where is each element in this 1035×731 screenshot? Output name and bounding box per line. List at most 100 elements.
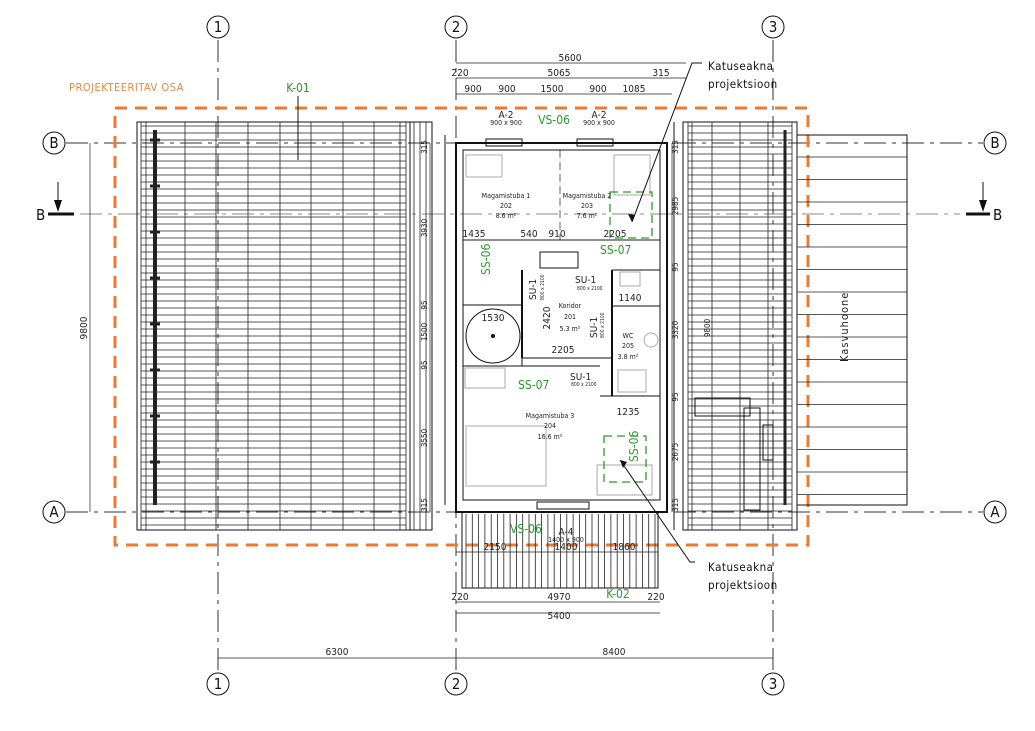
svg-text:2: 2: [452, 18, 461, 36]
svg-text:540: 540: [520, 229, 537, 240]
svg-text:900 x 900: 900 x 900: [583, 119, 615, 127]
svg-text:Magamistuba 3: Magamistuba 3: [526, 412, 575, 420]
svg-text:220: 220: [647, 592, 664, 603]
svg-text:A: A: [49, 503, 59, 521]
svg-text:315: 315: [671, 498, 680, 512]
svg-text:1530: 1530: [482, 313, 505, 324]
svg-text:A-4: A-4: [559, 527, 574, 538]
svg-text:220: 220: [451, 68, 468, 79]
svg-text:SU-1: SU-1: [589, 317, 600, 338]
svg-text:5400: 5400: [548, 611, 571, 622]
grid-bubble-2-bottom: 2: [444, 672, 468, 696]
svg-text:B: B: [49, 134, 58, 152]
grid-bubble-A-right: A: [983, 500, 1007, 524]
svg-text:800 x 2100: 800 x 2100: [540, 274, 546, 300]
svg-text:205: 205: [622, 342, 634, 350]
svg-text:1400 x 900: 1400 x 900: [548, 536, 584, 544]
svg-text:1140: 1140: [619, 293, 642, 304]
svg-text:2985: 2985: [671, 197, 680, 215]
tag-ss06-right: SS-06: [627, 431, 641, 462]
tag-vs06-top: VS-06: [538, 113, 570, 127]
svg-text:1085: 1085: [623, 84, 646, 95]
svg-text:A: A: [990, 503, 1000, 521]
svg-text:95: 95: [420, 360, 429, 369]
svg-text:315: 315: [652, 68, 669, 79]
greenhouse: [796, 134, 908, 506]
grid-bubble-A-left: A: [42, 500, 66, 524]
svg-text:315: 315: [420, 498, 429, 512]
svg-text:SU-1: SU-1: [575, 275, 596, 286]
svg-text:8400: 8400: [603, 647, 626, 658]
grid-bubble-3-bottom: 3: [761, 672, 785, 696]
svg-text:9800: 9800: [79, 316, 90, 339]
svg-text:3.8 m²: 3.8 m²: [618, 353, 639, 361]
svg-text:1435: 1435: [463, 229, 486, 240]
svg-text:910: 910: [548, 229, 565, 240]
svg-text:1500: 1500: [420, 322, 429, 341]
roof-k01-label: K-01: [286, 81, 309, 95]
svg-text:3320: 3320: [671, 320, 680, 339]
svg-text:16.6 m²: 16.6 m²: [538, 433, 563, 441]
svg-text:B: B: [993, 206, 1002, 224]
tag-ss06-left: SS-06: [479, 244, 493, 275]
room-magamistuba-3: Magamistuba 3 204 16.6 m²: [526, 412, 575, 441]
svg-text:8.6 m²: 8.6 m²: [496, 212, 517, 220]
svg-text:900 x 900: 900 x 900: [490, 119, 522, 127]
svg-text:800 x 2100: 800 x 2100: [577, 286, 603, 292]
svg-text:900: 900: [589, 84, 606, 95]
svg-text:1235: 1235: [617, 407, 640, 418]
svg-text:5.3 m²: 5.3 m²: [560, 325, 581, 333]
svg-text:1: 1: [214, 18, 223, 36]
svg-text:800 x 2100: 800 x 2100: [571, 382, 597, 388]
svg-text:1860: 1860: [613, 542, 636, 553]
svg-text:3: 3: [769, 18, 778, 36]
svg-text:1400: 1400: [555, 542, 578, 553]
grid-bubble-1-bottom: 1: [206, 672, 230, 696]
svg-text:2205: 2205: [552, 345, 575, 356]
roof-ladder: [694, 397, 774, 511]
svg-text:Magamistuba 1: Magamistuba 1: [482, 192, 531, 200]
grid-bubble-3-top: 3: [761, 15, 785, 39]
svg-text:6300: 6300: [326, 647, 349, 658]
svg-text:5600: 5600: [559, 53, 582, 64]
svg-text:203: 203: [581, 202, 593, 210]
svg-text:315: 315: [420, 140, 429, 154]
svg-text:900: 900: [464, 84, 481, 95]
svg-text:SU-1: SU-1: [528, 279, 539, 300]
grid-bubble-1-top: 1: [206, 15, 230, 39]
grid-bubble-B-right: B: [983, 131, 1007, 155]
tag-ss07-top: SS-07: [600, 243, 631, 257]
svg-text:2205: 2205: [604, 229, 627, 240]
svg-text:SU-1: SU-1: [570, 372, 591, 383]
svg-text:2675: 2675: [671, 443, 680, 461]
deck-k02-label: K-02: [606, 587, 629, 601]
design-scope-label: PROJEKTEERITAV OSA: [69, 81, 184, 94]
svg-text:900: 900: [498, 84, 515, 95]
roof-right: [682, 121, 798, 531]
skylight-leaders: [619, 62, 702, 563]
svg-text:204: 204: [544, 422, 556, 430]
greenhouse-label: Kasvuhoone: [838, 292, 851, 362]
grid-bubble-B-left: B: [42, 131, 66, 155]
svg-text:2150: 2150: [484, 542, 507, 553]
roof-k01: [136, 121, 433, 531]
svg-text:A-2: A-2: [499, 110, 514, 121]
svg-text:315: 315: [671, 140, 680, 154]
section-mark-right: B: [966, 182, 1002, 224]
svg-text:1500: 1500: [541, 84, 564, 95]
design-scope-boundary: [113, 106, 810, 547]
svg-text:3930: 3930: [420, 218, 429, 237]
svg-text:3550: 3550: [420, 428, 429, 447]
